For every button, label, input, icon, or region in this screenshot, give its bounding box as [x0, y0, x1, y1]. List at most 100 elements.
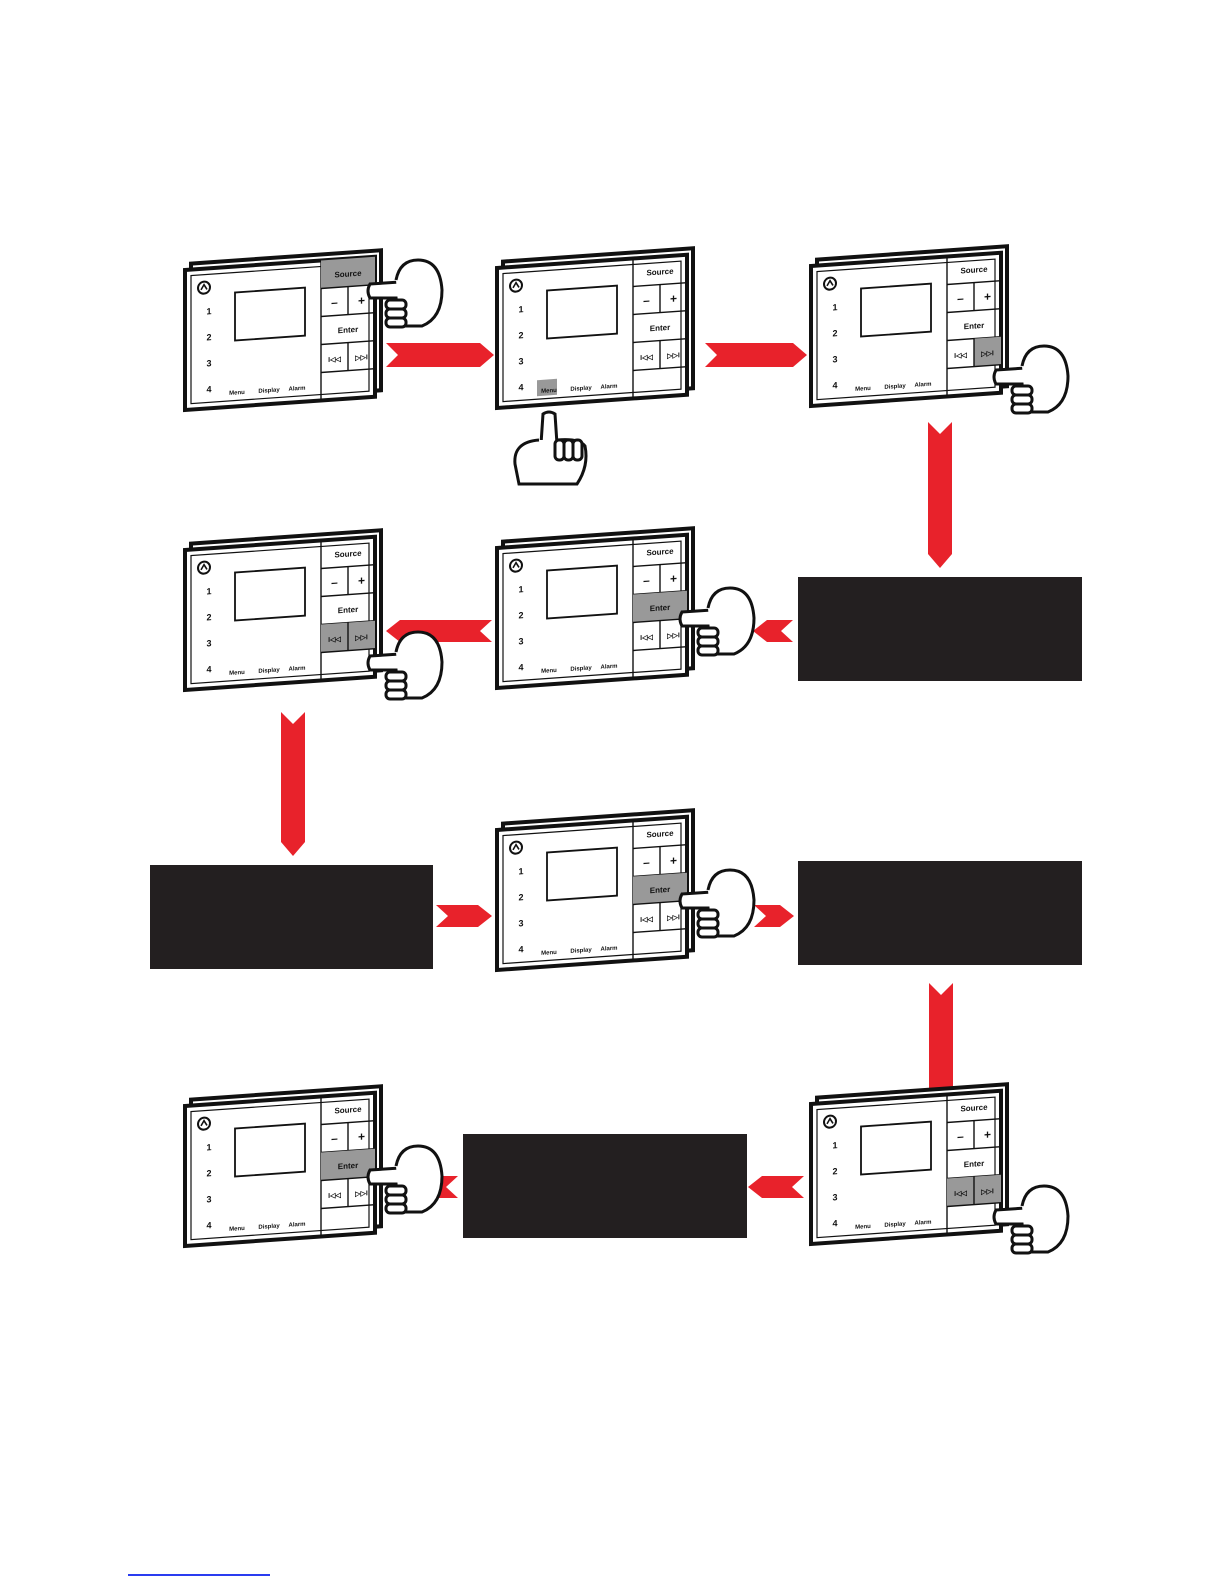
- menu-button-label: Menu: [541, 668, 557, 675]
- next-track-button[interactable]: ▷▷I: [666, 632, 680, 640]
- preset-2-label: 2: [206, 1168, 211, 1178]
- source-button[interactable]: Source: [960, 265, 988, 276]
- enter-button[interactable]: Enter: [964, 321, 984, 331]
- preset-4-label: 4: [206, 664, 211, 674]
- pointing-hand-icon: [992, 1184, 1070, 1255]
- enter-button[interactable]: Enter: [650, 885, 670, 895]
- menu-button-label: Menu: [541, 950, 557, 957]
- enter-button[interactable]: Enter: [650, 603, 670, 613]
- plus-button[interactable]: +: [670, 291, 677, 305]
- screen-message-panel: [798, 861, 1082, 965]
- display-button-label: Display: [570, 947, 592, 955]
- next-track-button[interactable]: ▷▷I: [354, 634, 368, 642]
- next-track-button[interactable]: ▷▷I: [980, 1188, 994, 1196]
- pointing-hand-icon: [678, 586, 756, 657]
- enter-button[interactable]: Enter: [964, 1159, 984, 1169]
- next-track-button[interactable]: ▷▷I: [666, 352, 680, 360]
- next-track-button[interactable]: ▷▷I: [354, 1190, 368, 1198]
- minus-button[interactable]: –: [331, 295, 338, 309]
- plus-button[interactable]: +: [984, 1127, 991, 1141]
- enter-button[interactable]: Enter: [650, 323, 670, 333]
- plus-button[interactable]: +: [670, 853, 677, 867]
- minus-button[interactable]: –: [957, 1129, 964, 1143]
- alarm-button-label: Alarm: [289, 386, 306, 393]
- source-button[interactable]: Source: [646, 829, 674, 840]
- pointing-hand-icon: [513, 410, 588, 486]
- next-track-button[interactable]: ▷▷I: [666, 914, 680, 922]
- flow-arrow-left: [748, 1176, 804, 1198]
- source-button[interactable]: Source: [334, 1105, 362, 1116]
- plus-button[interactable]: +: [358, 573, 365, 587]
- source-button[interactable]: Source: [960, 1103, 988, 1114]
- plus-button[interactable]: +: [984, 289, 991, 303]
- preset-2-label: 2: [832, 328, 837, 338]
- lcd-display: [860, 282, 932, 338]
- flow-arrow-down: [928, 422, 952, 568]
- prev-track-button[interactable]: I◁◁: [328, 636, 341, 644]
- lcd-display: [234, 286, 306, 342]
- pointing-hand-icon: [366, 630, 444, 701]
- alarm-button-label: Alarm: [601, 384, 618, 391]
- flow-arrow-right: [754, 905, 794, 927]
- display-button-label: Display: [258, 387, 280, 395]
- next-track-button[interactable]: ▷▷I: [354, 354, 368, 362]
- display-button-label: Display: [884, 383, 906, 391]
- preset-4-label: 4: [832, 1218, 837, 1228]
- menu-button-label: Menu: [541, 388, 557, 395]
- enter-button[interactable]: Enter: [338, 605, 358, 615]
- prev-track-button[interactable]: I◁◁: [954, 1190, 967, 1198]
- minus-button[interactable]: –: [331, 575, 338, 589]
- plus-button[interactable]: +: [670, 571, 677, 585]
- pointing-hand-icon: [366, 258, 444, 329]
- preset-2-label: 2: [832, 1166, 837, 1176]
- lcd-display: [234, 1122, 306, 1178]
- display-button-label: Display: [258, 1223, 280, 1231]
- prev-track-button[interactable]: I◁◁: [328, 1192, 341, 1200]
- pointing-hand-icon: [992, 344, 1070, 415]
- prev-track-button[interactable]: I◁◁: [954, 352, 967, 360]
- prev-track-button[interactable]: I◁◁: [328, 356, 341, 364]
- display-button-label: Display: [884, 1221, 906, 1229]
- brand-logo-icon: [509, 840, 523, 855]
- menu-button-label: Menu: [855, 1224, 871, 1231]
- minus-button[interactable]: –: [643, 573, 650, 587]
- minus-button[interactable]: –: [643, 293, 650, 307]
- enter-button[interactable]: Enter: [338, 1161, 358, 1171]
- preset-3-label: 3: [832, 354, 837, 364]
- next-track-button[interactable]: ▷▷I: [980, 350, 994, 358]
- prev-track-button[interactable]: I◁◁: [640, 634, 653, 642]
- enter-button[interactable]: Enter: [338, 325, 358, 335]
- preset-3-label: 3: [518, 636, 523, 646]
- preset-4-label: 4: [832, 380, 837, 390]
- menu-button-label: Menu: [229, 670, 245, 677]
- flow-arrow-right: [386, 343, 494, 367]
- menu-button-label: Menu: [855, 386, 871, 393]
- minus-button[interactable]: –: [331, 1131, 338, 1145]
- preset-3-label: 3: [518, 356, 523, 366]
- lcd-display: [546, 846, 618, 902]
- lcd-display: [860, 1120, 932, 1176]
- minus-button[interactable]: –: [643, 855, 650, 869]
- plus-button[interactable]: +: [358, 1129, 365, 1143]
- minus-button[interactable]: –: [957, 291, 964, 305]
- source-button[interactable]: Source: [334, 269, 362, 280]
- plus-button[interactable]: +: [358, 293, 365, 307]
- brand-logo-icon: [509, 278, 523, 293]
- display-button-label: Display: [570, 665, 592, 673]
- preset-1-label: 1: [206, 1142, 211, 1152]
- prev-track-button[interactable]: I◁◁: [640, 354, 653, 362]
- flow-arrow-down: [281, 712, 305, 856]
- source-button[interactable]: Source: [646, 547, 674, 558]
- screen-message-panel: [463, 1134, 747, 1238]
- source-button[interactable]: Source: [646, 267, 674, 278]
- prev-track-button[interactable]: I◁◁: [640, 916, 653, 924]
- source-button[interactable]: Source: [334, 549, 362, 560]
- flow-arrow-right: [436, 905, 492, 927]
